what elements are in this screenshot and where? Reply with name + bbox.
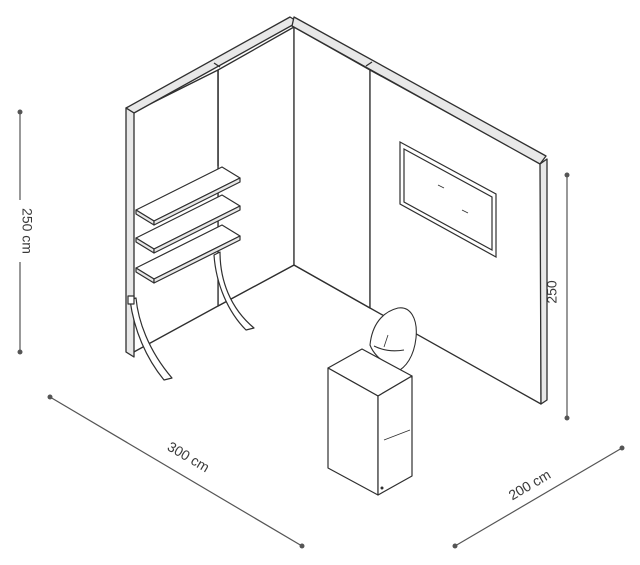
left-wall-rear-panel xyxy=(217,26,295,307)
right-wall-rear-panel xyxy=(293,26,371,309)
wall-monitor xyxy=(399,140,497,259)
counter-pedestal xyxy=(327,348,413,496)
dimension-depth-right: 200 cm xyxy=(452,445,625,549)
dimension-height-left: 250 cm xyxy=(11,109,35,355)
label-height-right: 250 xyxy=(544,280,560,304)
dimension-height-right: 250 xyxy=(544,172,570,421)
shelf-leg-front xyxy=(129,297,173,381)
dimension-width-front: 300 cm xyxy=(47,394,305,549)
shelving-unit xyxy=(127,166,255,381)
left-wall-end-post xyxy=(125,107,135,358)
right-wall-end-post xyxy=(539,158,548,405)
shelf-leg-rear xyxy=(213,251,255,331)
label-height-left: 250 cm xyxy=(19,208,35,254)
